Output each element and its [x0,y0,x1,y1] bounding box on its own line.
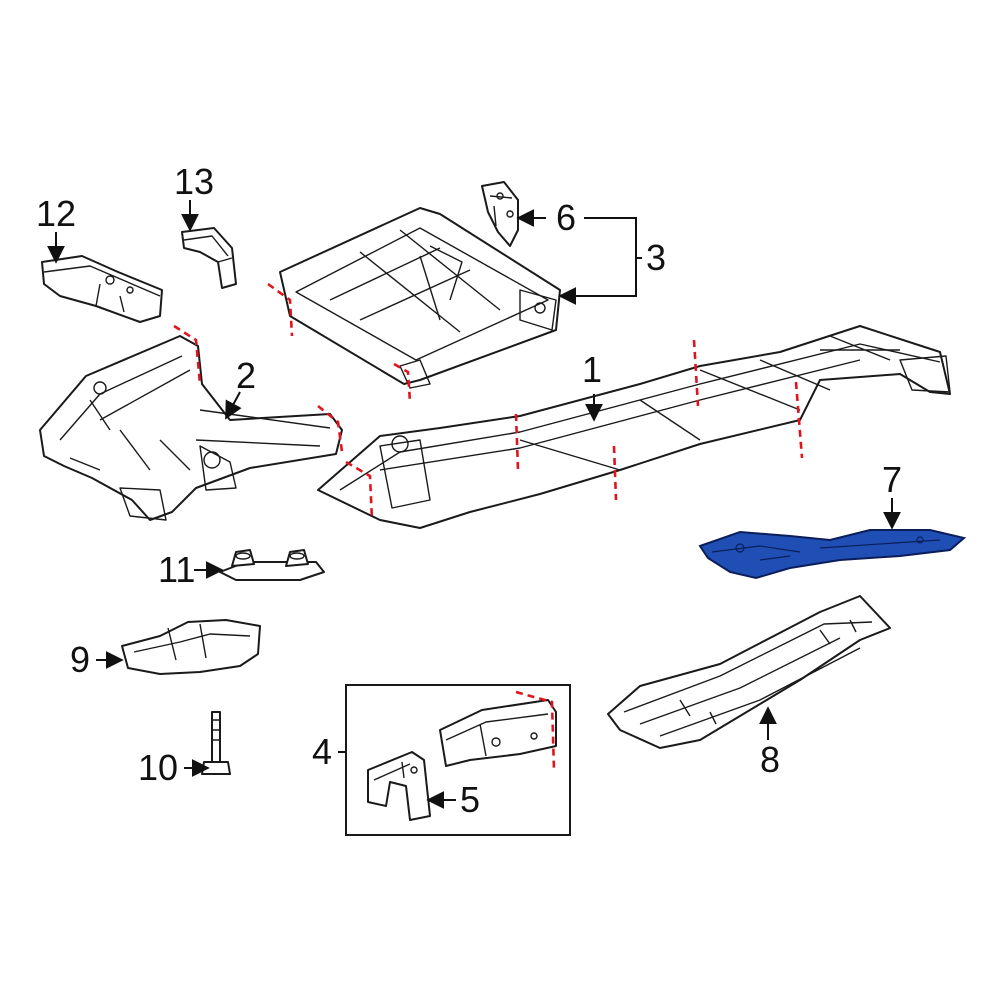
part-4-extension[interactable] [439,699,557,767]
callout-11: 11 [158,549,195,590]
detail-box [345,684,571,836]
callout-3: 3 [646,237,666,278]
callout-8: 8 [760,739,780,780]
part-2-front-frame[interactable] [39,335,343,521]
cut-line [267,282,294,337]
callout-9: 9 [70,639,90,680]
cut-line [173,324,202,385]
part-9-bracket[interactable] [121,619,261,675]
callout-7: 7 [882,459,902,500]
part-8-skid-plate[interactable] [607,595,891,749]
callout-6: 6 [556,197,576,238]
part-5-bracket[interactable] [367,751,431,821]
part-3-crossmember[interactable] [279,207,561,389]
callout-4: 4 [312,731,332,772]
cut-line [345,460,374,521]
part-10-bolt[interactable] [201,711,231,775]
cut-line [612,445,618,501]
cut-line [794,381,804,459]
part-11-pads[interactable] [219,549,325,581]
part-7-skid-plate[interactable] [698,529,967,580]
callout-labels: 1 2 3 4 5 6 7 8 9 10 11 12 13 [36,161,902,820]
part-12-bracket[interactable] [41,255,163,323]
leader-lines [47,200,901,809]
callout-12: 12 [36,193,76,234]
cut-line [514,413,520,471]
cut-line [515,690,556,771]
callout-5: 5 [460,779,480,820]
part-6-mount[interactable] [481,181,519,247]
callout-13: 13 [174,161,214,202]
part-13-bracket[interactable] [181,227,237,289]
cut-line [393,362,412,403]
callout-10: 10 [138,747,178,788]
part-1-main-frame[interactable] [317,325,951,529]
callout-1: 1 [582,349,602,390]
callout-2: 2 [236,355,256,396]
cut-line [317,404,344,453]
